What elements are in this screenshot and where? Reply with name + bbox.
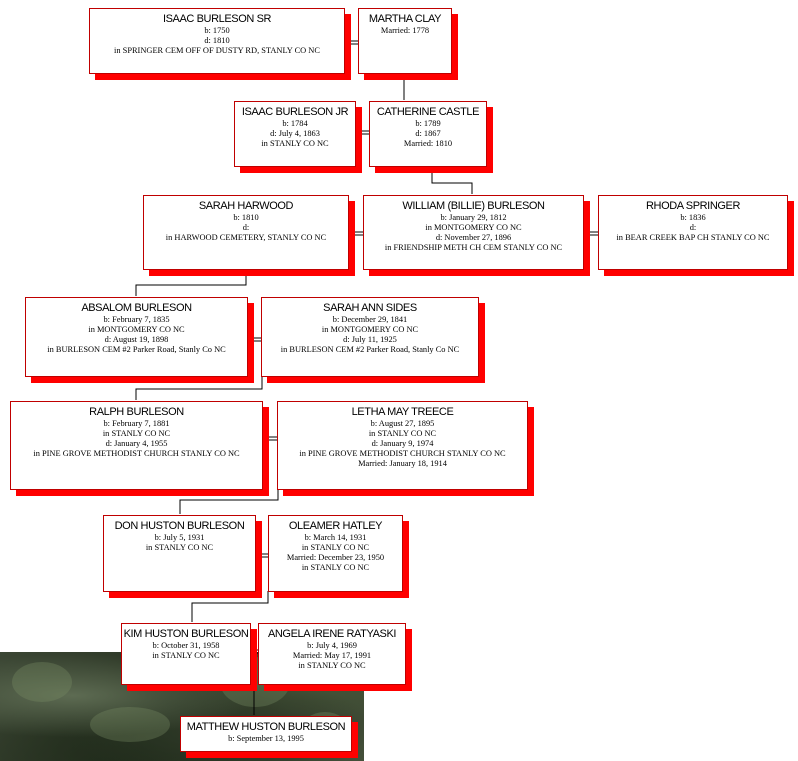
death-detail: d: January 9, 1974	[371, 439, 434, 448]
burial-detail: in BURLESON CEM #2 Parker Road, Stanly C…	[280, 345, 460, 354]
person-card-catherine-castle[interactable]: CATHERINE CASTLE b: 1789 d: 1867 Married…	[369, 101, 487, 167]
person-card-don-huston-burleson[interactable]: DON HUSTON BURLESON b: July 5, 1931 in S…	[103, 515, 256, 592]
descent-line	[431, 166, 473, 194]
birth-detail: b: October 31, 1958	[152, 641, 220, 650]
person-name: WILLIAM (BILLIE) BURLESON	[402, 200, 545, 212]
death-detail: d: August 19, 1898	[104, 335, 169, 344]
person-card-rhoda-springer[interactable]: RHODA SPRINGER b: 1836 d: in BEAR CREEK …	[598, 195, 788, 270]
marriage-detail: Married: January 18, 1914	[358, 459, 447, 468]
place-detail: in STANLY CO NC	[261, 139, 329, 148]
person-card-ralph-burleson[interactable]: RALPH BURLESON b: February 7, 1881 in ST…	[10, 401, 263, 490]
person-card-absalom-burleson[interactable]: ABSALOM BURLESON b: February 7, 1835 in …	[25, 297, 248, 377]
person-name: ANGELA IRENE RATYASKI	[267, 628, 397, 640]
person-card-isaac-burleson-jr[interactable]: ISAAC BURLESON JR b: 1784 d: July 4, 186…	[234, 101, 356, 167]
person-name: OLEAMER HATLEY	[288, 520, 383, 532]
birth-detail: b: December 29, 1841	[332, 315, 408, 324]
person-card-isaac-burleson-sr[interactable]: ISAAC BURLESON SR b: 1750 d: 1810 in SPR…	[89, 8, 345, 74]
person-card-oleamer-hatley[interactable]: OLEAMER HATLEY b: March 14, 1931 in STAN…	[268, 515, 403, 592]
birthplace-detail: in STANLY CO NC	[102, 429, 171, 438]
birth-detail: b: February 7, 1835	[103, 315, 170, 324]
marriage-place-detail: in STANLY CO NC	[298, 661, 366, 670]
descent-line	[135, 376, 263, 400]
death-detail: d: July 4, 1863	[270, 129, 320, 138]
person-card-martha-clay[interactable]: MARTHA CLAY Married: 1778	[358, 8, 452, 74]
descent-line	[191, 591, 269, 622]
burial-detail: in BURLESON CEM #2 Parker Road, Stanly C…	[47, 345, 226, 354]
birth-detail: b: 1750	[204, 26, 230, 35]
death-detail: d: July 11, 1925	[343, 335, 397, 344]
burial-detail: in BEAR CREEK BAP CH STANLY CO NC	[616, 233, 770, 242]
burial-detail: in HARWOOD CEMETERY, STANLY CO NC	[165, 233, 327, 242]
birthplace-detail: in STANLY CO NC	[368, 429, 437, 438]
birth-detail: b: August 27, 1895	[370, 419, 435, 428]
birthplace-detail: in MONTGOMERY CO NC	[88, 325, 185, 334]
birth-detail: b: 1784	[282, 119, 308, 128]
person-name: SARAH ANN SIDES	[323, 302, 417, 314]
descent-line	[179, 489, 279, 514]
descent-line	[135, 270, 247, 296]
person-card-matthew-huston-burleson[interactable]: MATTHEW HUSTON BURLESON b: September 13,…	[180, 716, 352, 752]
death-detail: d: 1867	[415, 129, 441, 138]
birth-detail: b: 1810	[233, 213, 259, 222]
death-detail: d: January 4, 1955	[105, 439, 168, 448]
birthplace-detail: in MONTGOMERY CO NC	[321, 325, 419, 334]
death-detail: d:	[689, 223, 697, 232]
person-name: LETHA MAY TREECE	[351, 406, 454, 418]
person-card-kim-huston-burleson[interactable]: KIM HUSTON BURLESON b: October 31, 1958 …	[121, 623, 251, 685]
death-detail: d:	[242, 223, 250, 232]
birth-detail: b: 1836	[680, 213, 706, 222]
birth-detail: b: 1789	[415, 119, 441, 128]
person-card-sarah-harwood[interactable]: SARAH HARWOOD b: 1810 d: in HARWOOD CEME…	[143, 195, 349, 270]
person-name: RHODA SPRINGER	[645, 200, 741, 212]
marriage-place-detail: in STANLY CO NC	[301, 563, 370, 572]
marriage-detail: Married: 1810	[403, 139, 453, 148]
birth-detail: b: September 13, 1995	[228, 734, 304, 743]
birthplace-detail: in MONTGOMERY CO NC	[425, 223, 522, 232]
marriage-detail: Married: 1778	[380, 26, 430, 35]
person-name: RALPH BURLESON	[89, 406, 184, 418]
birth-detail: b: July 5, 1931	[154, 533, 205, 542]
burial-detail: in PINE GROVE METHODIST CHURCH STANLY CO…	[33, 449, 240, 458]
person-card-letha-may-treece[interactable]: LETHA MAY TREECE b: August 27, 1895 in S…	[277, 401, 528, 490]
person-name: CATHERINE CASTLE	[376, 106, 480, 118]
person-card-angela-irene-ratyaski[interactable]: ANGELA IRENE RATYASKI b: July 4, 1969 Ma…	[258, 623, 406, 685]
death-detail: d: November 27, 1896	[435, 233, 512, 242]
person-name: SARAH HARWOOD	[198, 200, 294, 212]
burial-detail: in FRIENDSHIP METH CH CEM STANLY CO NC	[384, 243, 563, 252]
birth-detail: b: March 14, 1931	[304, 533, 367, 542]
birthplace-detail: in STANLY CO NC	[301, 543, 370, 552]
person-name: KIM HUSTON BURLESON	[123, 628, 249, 640]
person-name: ISAAC BURLESON SR	[162, 13, 272, 25]
burial-detail: in SPRINGER CEM OFF OF DUSTY RD, STANLY …	[114, 46, 320, 55]
death-detail: d: 1810	[204, 36, 230, 45]
burial-detail: in PINE GROVE METHODIST CHURCH STANLY CO…	[299, 449, 506, 458]
birth-detail: b: July 4, 1969	[307, 641, 357, 650]
person-name: MATTHEW HUSTON BURLESON	[186, 721, 346, 733]
person-card-sarah-ann-sides[interactable]: SARAH ANN SIDES b: December 29, 1841 in …	[261, 297, 479, 377]
birth-detail: b: February 7, 1881	[103, 419, 170, 428]
birth-detail: b: January 29, 1812	[440, 213, 507, 222]
birthplace-detail: in STANLY CO NC	[145, 543, 214, 552]
person-name: ABSALOM BURLESON	[81, 302, 192, 314]
marriage-detail: Married: December 23, 1950	[286, 553, 385, 562]
person-card-william-billie-burleson[interactable]: WILLIAM (BILLIE) BURLESON b: January 29,…	[363, 195, 584, 270]
person-name: DON HUSTON BURLESON	[114, 520, 245, 532]
birthplace-detail: in STANLY CO NC	[152, 651, 220, 660]
person-name: MARTHA CLAY	[368, 13, 442, 25]
marriage-detail: Married: May 17, 1991	[292, 651, 372, 660]
person-name: ISAAC BURLESON JR	[241, 106, 349, 118]
